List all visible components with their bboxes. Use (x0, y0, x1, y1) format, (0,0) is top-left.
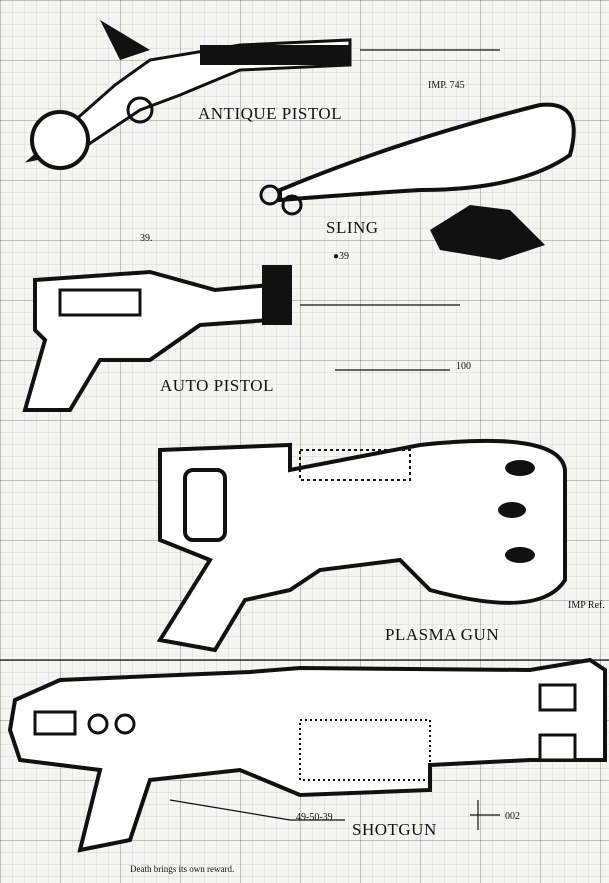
antique-pistol-drawing (24, 20, 352, 170)
auto-pistol-label: AUTO PISTOL (160, 376, 274, 395)
ref-imp-ref: IMP Ref. (568, 600, 605, 611)
plasma-gun-drawing (156, 438, 567, 653)
shotgun-drawing (7, 657, 607, 853)
ref-002: 002 (505, 811, 520, 822)
sling-drawing (259, 102, 576, 260)
caption: Death brings its own reward. (130, 864, 235, 874)
sling-label: SLING (326, 218, 379, 237)
ref-49-50-39: 49-50-39 (296, 812, 333, 823)
ref-imp-745: IMP. 745 (428, 80, 465, 91)
ref-100: 100 (456, 361, 471, 372)
plasma-gun-label: PLASMA GUN (385, 625, 500, 644)
auto-pistol-drawing (22, 265, 292, 412)
ref-39-a: 39. (140, 233, 153, 244)
ref-39-b: ●39 (333, 251, 350, 262)
shotgun-label: SHOTGUN (352, 820, 437, 839)
antique-pistol-label: ANTIQUE PISTOL (198, 104, 343, 123)
